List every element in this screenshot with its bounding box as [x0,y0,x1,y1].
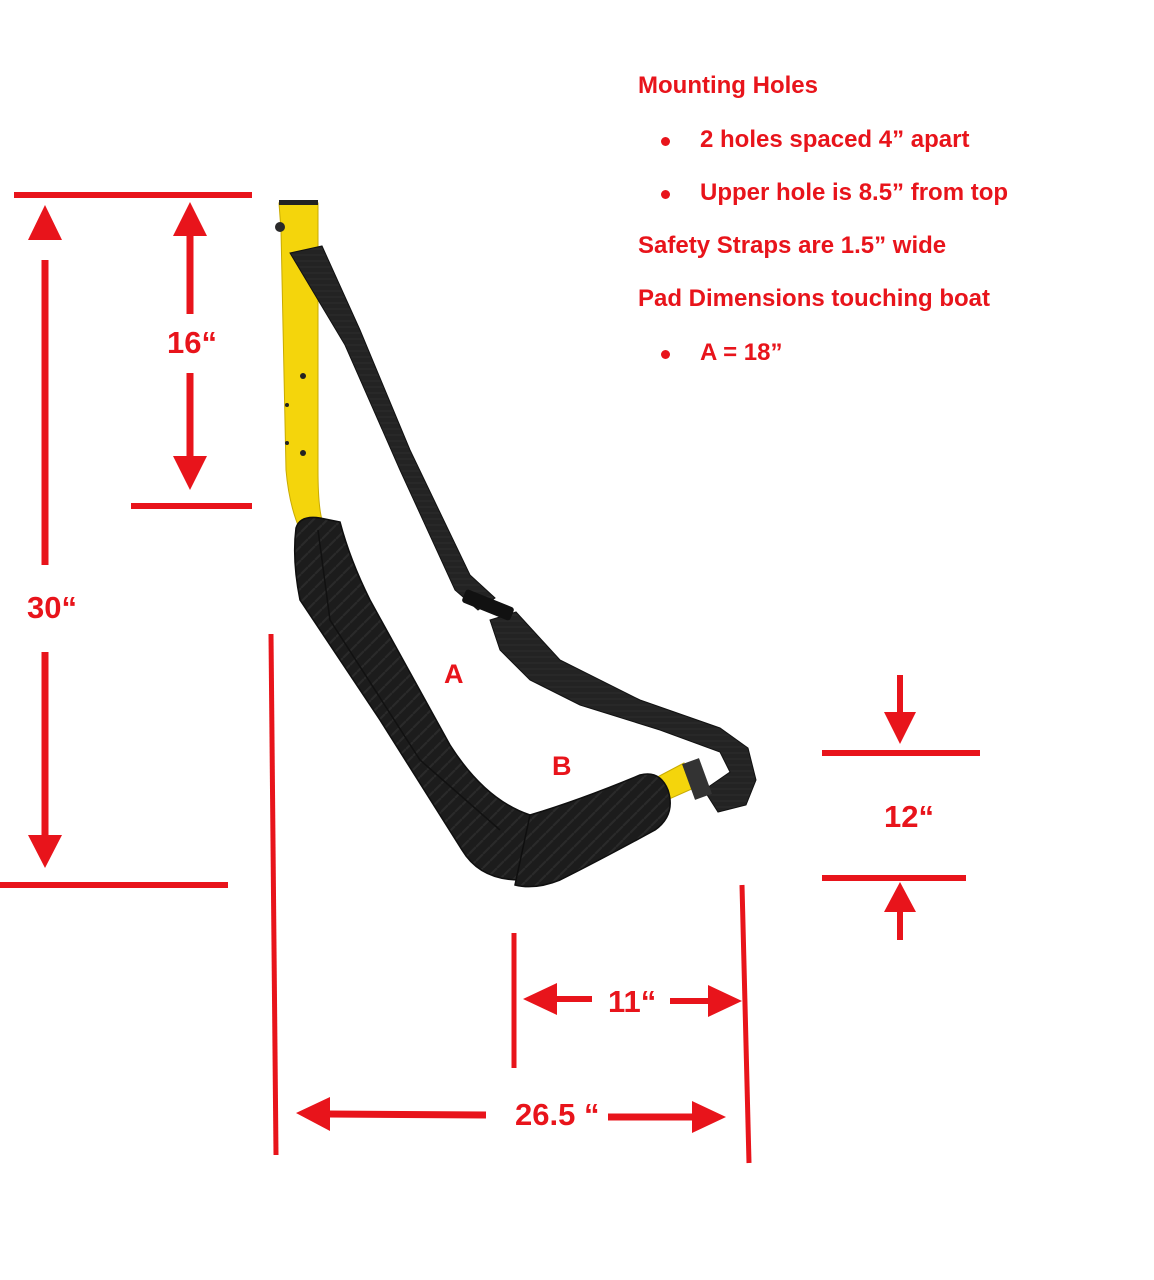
left-extent-line [268,633,279,1156]
post-top-cap [279,200,318,205]
depth-12-arrow-up-icon [884,882,916,912]
right-extent-line [739,884,752,1164]
pad-b [514,773,671,888]
bullet-dot-icon [661,190,670,199]
mounting-hole-1 [300,373,306,379]
width-11-arrow-left-icon [523,983,557,1015]
width-11-arrow-right-icon [708,985,742,1017]
dimension-annotations [0,192,980,1164]
strap-lower-segment [489,611,757,813]
width-265-arrow-right-icon [692,1101,726,1133]
height-16-arrow-down-icon [173,456,207,490]
pad-a [293,516,531,881]
pad-seam [317,529,501,831]
width-265-arrow-shaft-left [327,1110,487,1119]
mounting-hole-2 [285,403,289,407]
cradle-width-label: 11“ [608,984,657,1019]
depth-12-arrow-down-icon [884,712,916,744]
safety-strap [289,245,757,813]
pad-dimension-item: A = 18” [700,339,783,366]
strap-buckle [462,589,514,621]
strap-clamp [682,758,712,800]
pad-a-label: A [444,659,464,689]
mounting-holes-heading: Mounting Holes [638,72,818,99]
pad-dimensions-heading: Pad Dimensions touching boat [638,285,991,312]
mounting-holes-item: Upper hole is 8.5” from top [700,179,1009,206]
total-height-label: 30“ [27,590,77,625]
total-width-label: 26.5 “ [515,1097,600,1132]
mounting-hole-3 [285,441,289,445]
height-30-arrow-down-icon [28,835,62,868]
mounting-holes-item: 2 holes spaced 4” apart [700,126,970,153]
post-bolt [275,222,285,232]
strap-upper-segment [289,245,496,611]
mounting-hole-4 [300,450,306,456]
width-265-arrow-left-icon [296,1097,330,1131]
upper-arm-height-label: 16“ [167,325,217,360]
bullet-dot-icon [661,137,670,146]
cradle-depth-label: 12“ [884,799,934,834]
height-16-arrow-up-icon [173,202,207,236]
safety-straps-note: Safety Straps are 1.5” wide [638,232,947,259]
height-30-arrow-up-icon [28,205,62,240]
bullet-dot-icon [661,350,670,359]
pad-b-label: B [552,751,572,781]
padded-cradle [293,516,671,888]
